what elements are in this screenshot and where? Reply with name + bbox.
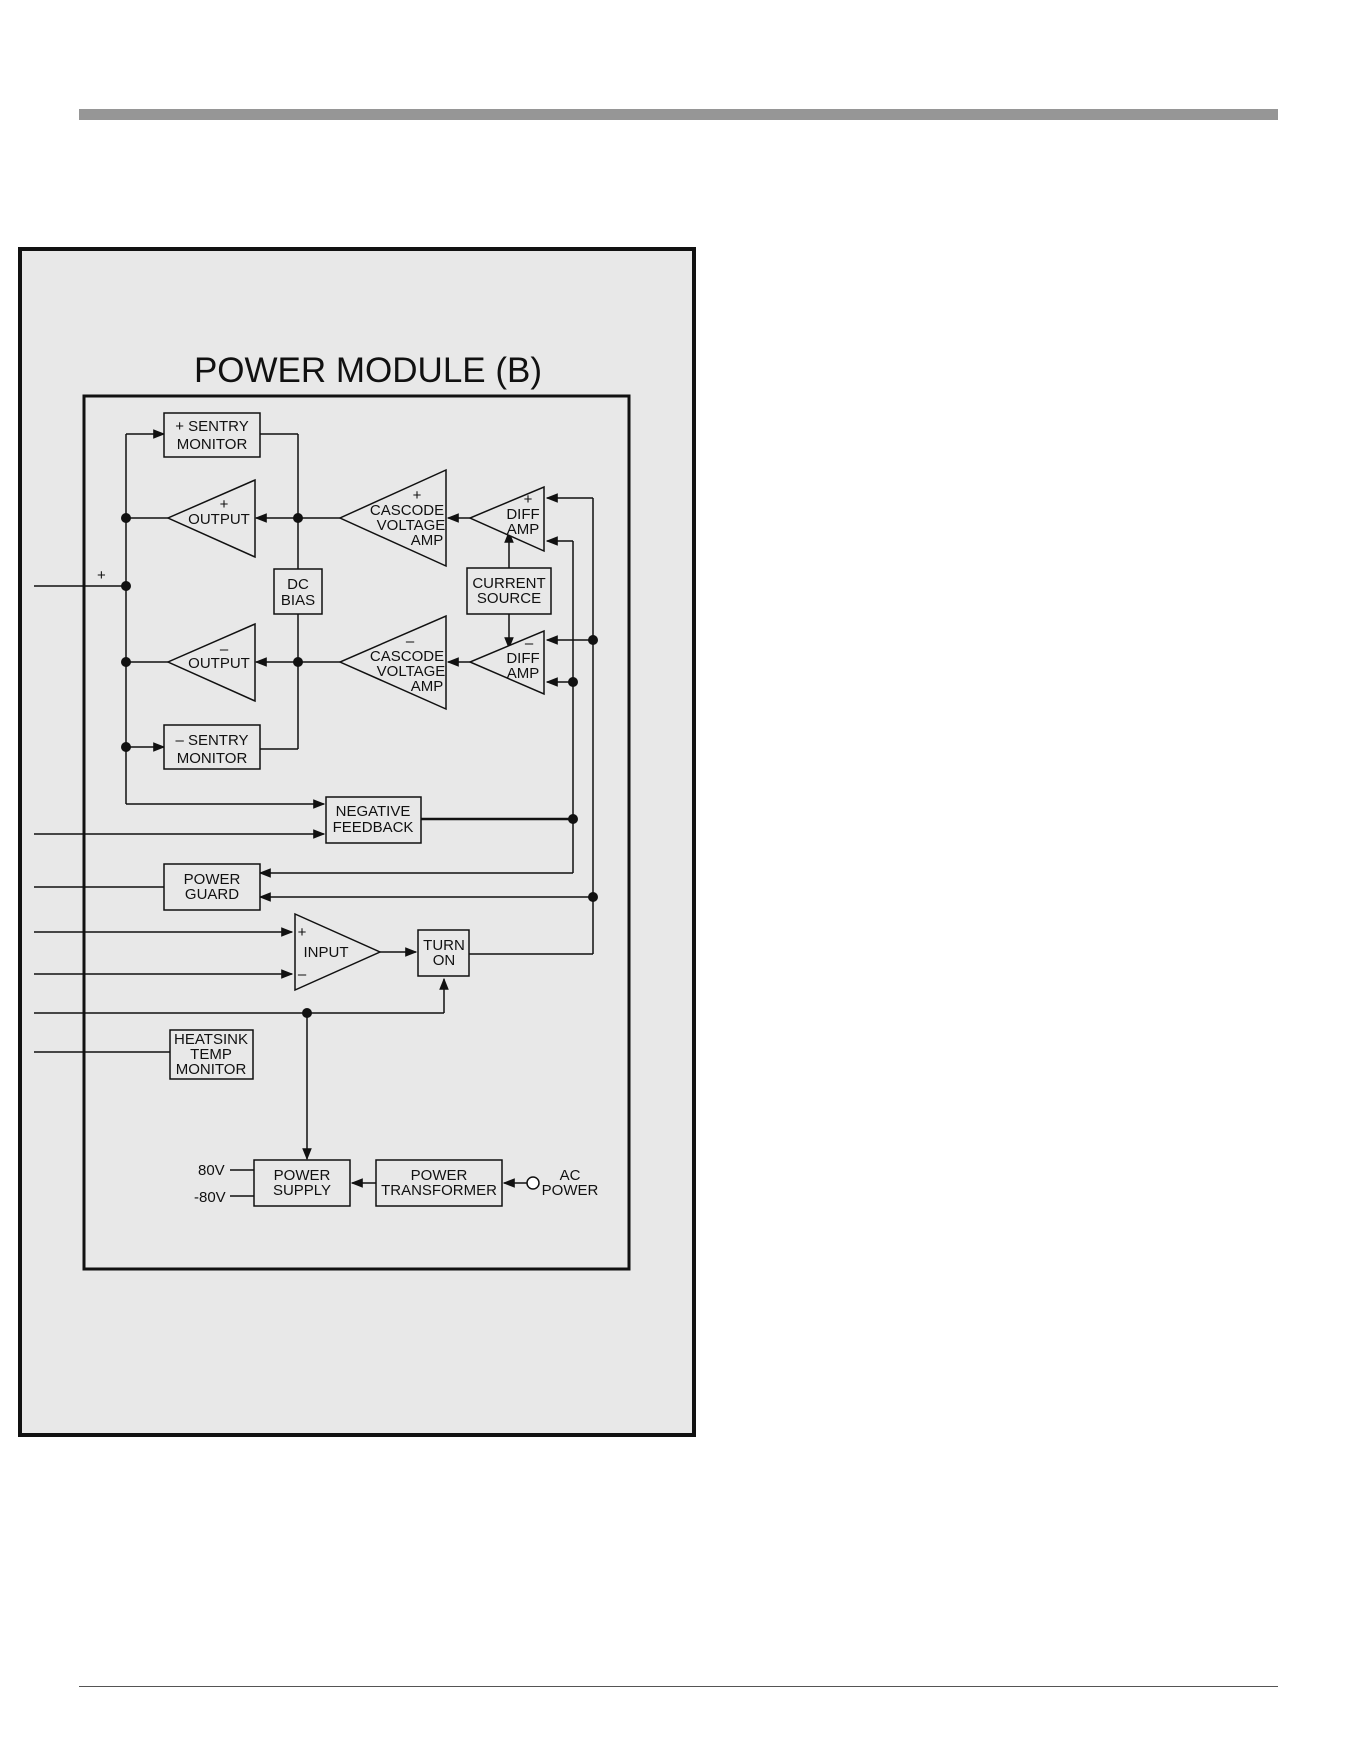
sentry-minus-line1: – SENTRY bbox=[175, 732, 248, 749]
plus-input-label: + bbox=[97, 567, 106, 584]
input-plus-sign: + bbox=[298, 924, 307, 941]
cascode-minus-line3: AMP bbox=[411, 678, 444, 695]
ac-power-line2: POWER bbox=[542, 1182, 599, 1199]
negative-feedback-line2: FEEDBACK bbox=[333, 819, 414, 836]
diff-minus-line2: AMP bbox=[507, 665, 540, 682]
ac-power-terminal bbox=[527, 1177, 539, 1189]
v-neg-label: -80V bbox=[194, 1189, 226, 1206]
power-supply-line2: SUPPLY bbox=[273, 1182, 331, 1199]
output-plus-label: OUTPUT bbox=[188, 511, 250, 528]
sentry-plus-line1: + SENTRY bbox=[175, 418, 249, 435]
footer-rule bbox=[79, 1686, 1278, 1687]
input-minus-sign: – bbox=[298, 966, 307, 983]
output-minus-label: OUTPUT bbox=[188, 655, 250, 672]
dc-bias-line2: BIAS bbox=[281, 592, 315, 609]
turn-on-line2: ON bbox=[433, 952, 456, 969]
diagram-title: POWER MODULE (B) bbox=[194, 351, 542, 390]
sentry-plus-line2: MONITOR bbox=[177, 436, 248, 453]
dc-bias-line1: DC bbox=[287, 576, 309, 593]
input-label: INPUT bbox=[304, 944, 349, 961]
cascode-plus-line3: AMP bbox=[411, 532, 444, 549]
sentry-minus-line2: MONITOR bbox=[177, 750, 248, 767]
current-source-line2: SOURCE bbox=[477, 590, 541, 607]
power-guard-line2: GUARD bbox=[185, 886, 239, 903]
negative-feedback-line1: NEGATIVE bbox=[336, 803, 411, 820]
heatsink-line3: MONITOR bbox=[176, 1061, 247, 1078]
diff-plus-line2: AMP bbox=[507, 521, 540, 538]
power-transformer-line2: TRANSFORMER bbox=[381, 1182, 497, 1199]
v-pos-label: 80V bbox=[198, 1162, 225, 1179]
